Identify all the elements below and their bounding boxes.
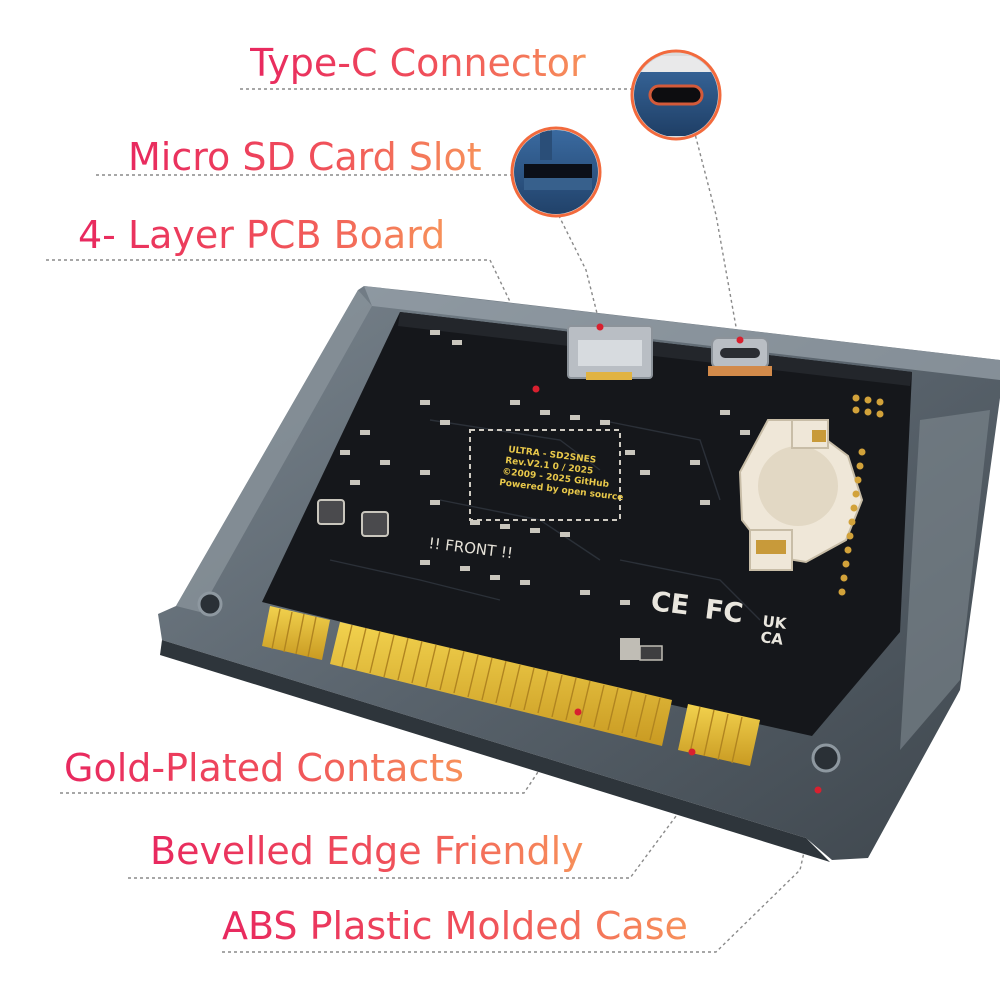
leader-micro-sd-drop xyxy=(555,209,601,326)
cert-fc-mark: FC xyxy=(703,594,745,629)
gold-contacts xyxy=(262,606,760,766)
leader-type-c-drop xyxy=(693,129,739,339)
micro-sd-socket xyxy=(567,325,653,380)
usb-c-socket xyxy=(708,337,772,376)
callout-markers xyxy=(532,323,822,794)
label-bevelled-edge-friendly: Bevelled Edge Friendly xyxy=(150,829,584,873)
label-abs-plastic-molded-case: ABS Plastic Molded Case xyxy=(222,904,688,948)
label-type-c-connector: Type-C Connector xyxy=(250,41,586,85)
label-micro-sd-card-slot: Micro SD Card Slot xyxy=(128,135,482,179)
cert-uk-mark: UK xyxy=(762,612,789,633)
leader-lines xyxy=(46,88,819,953)
type-c-zoom-circle xyxy=(630,49,722,141)
leader-abs xyxy=(222,789,819,953)
cert-ce-mark: CE xyxy=(649,586,691,621)
battery-holder xyxy=(738,419,864,571)
cert-ca-mark: CA xyxy=(760,628,785,649)
label-gold-plated-contacts: Gold-Plated Contacts xyxy=(64,746,464,790)
label-pcb-board: 4- Layer PCB Board xyxy=(78,213,446,257)
pcb-board: ULTRA - SD2SNES Rev.V2.1 0 / 2025 ©2009 … xyxy=(262,312,912,736)
leader-pcb xyxy=(46,259,515,311)
micro-sd-zoom-circle xyxy=(510,126,602,218)
